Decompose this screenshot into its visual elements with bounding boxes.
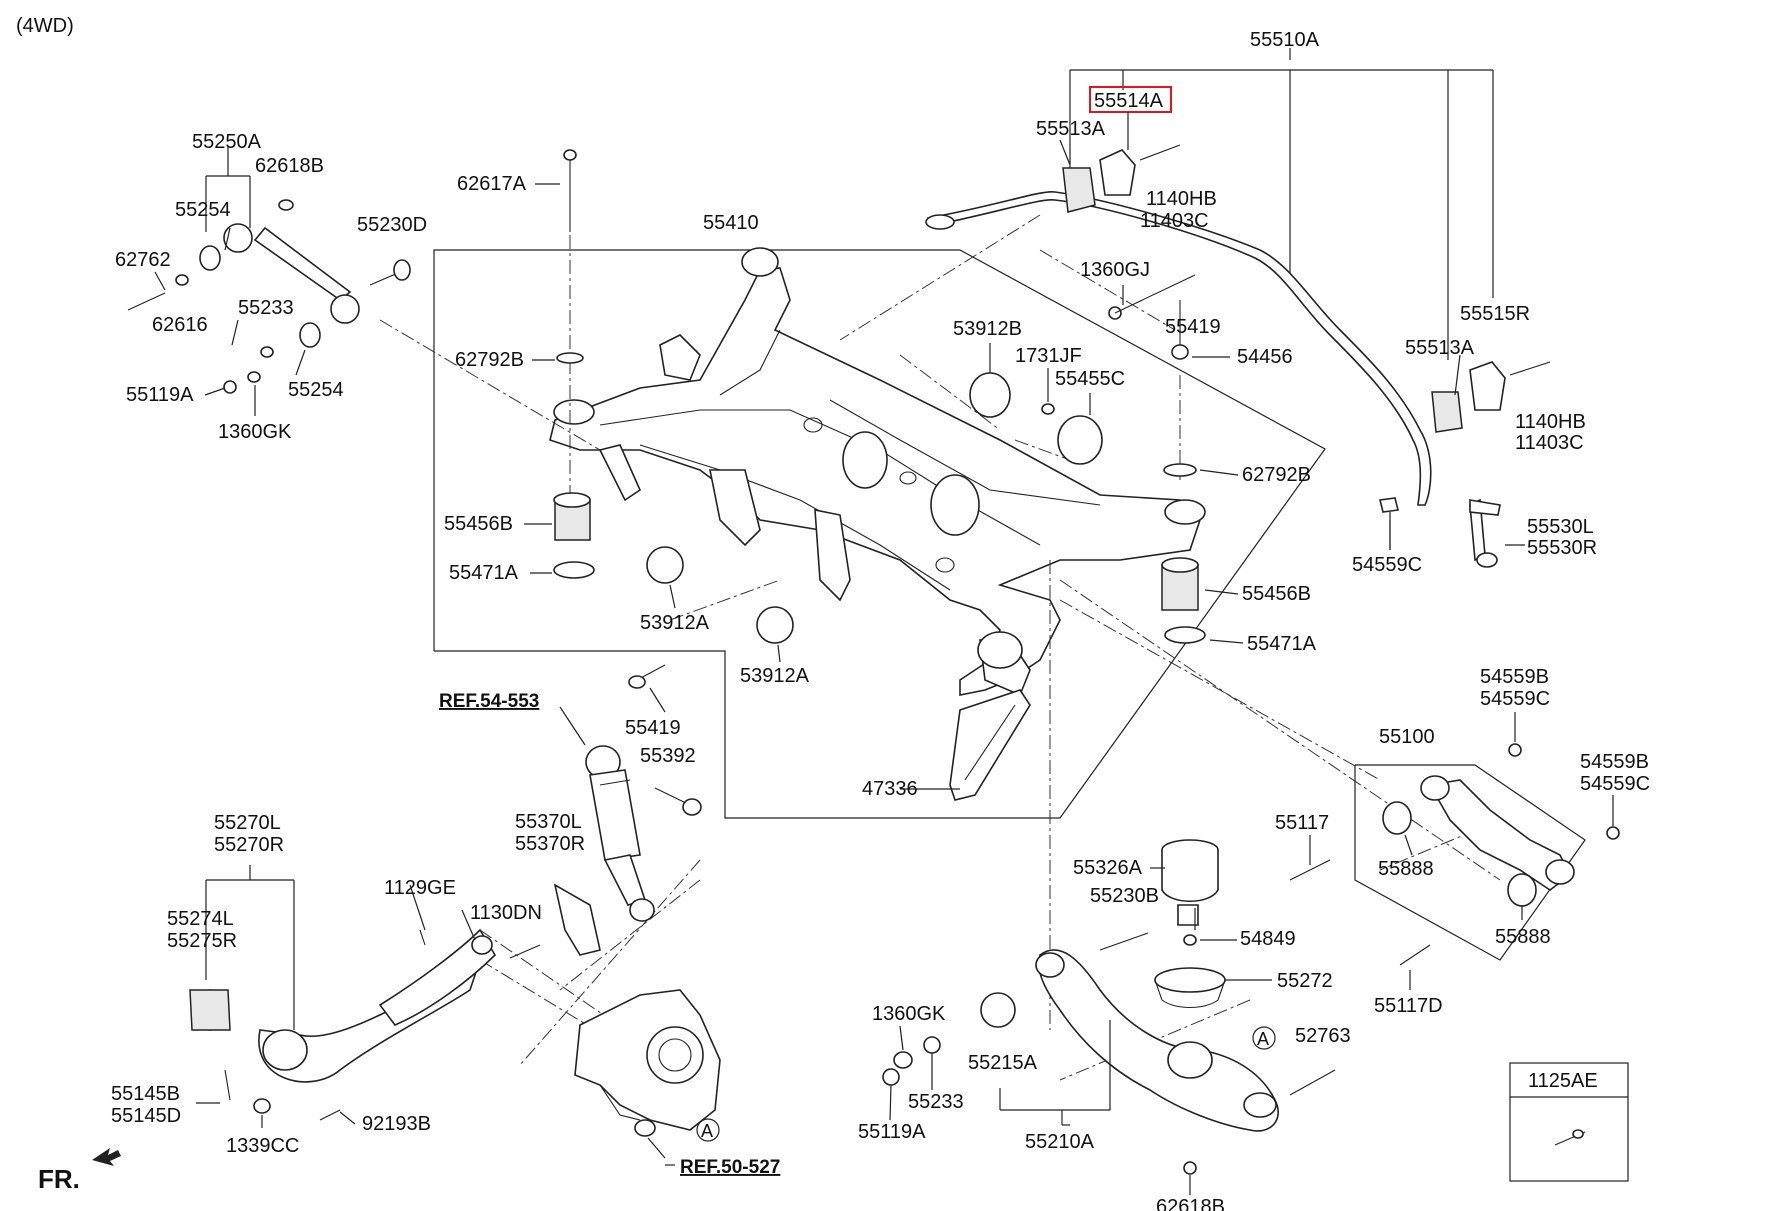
callout-62618B-1: 62618B — [255, 155, 324, 177]
callout-55254-1: 55254 — [175, 199, 231, 221]
subframe-drawing — [549, 247, 1206, 801]
callout-1140HB-1: 1140HB — [1146, 188, 1217, 210]
ref-knuckle[interactable]: REF.50-527 — [680, 1157, 780, 1178]
leader-lines — [154, 112, 1614, 1195]
callout-55471A-2: 55471A — [1247, 633, 1317, 655]
callout-55233-2: 55233 — [908, 1091, 964, 1113]
callout-1360GK-2: 1360GK — [872, 1003, 946, 1025]
callout-55370L: 55370L — [515, 811, 582, 833]
callout-92193B: 92193B — [362, 1113, 431, 1135]
callout-55530L: 55530L — [1527, 516, 1594, 538]
callout-55272: 55272 — [1277, 970, 1333, 992]
callout-1140HB-2: 1140HB — [1515, 411, 1586, 433]
callout-55513A-2: 55513A — [1405, 337, 1475, 359]
callout-54559C-3: 54559C — [1580, 773, 1650, 795]
callout-53912A-2: 53912A — [740, 665, 810, 687]
subframe-bushings — [553, 149, 1206, 644]
callout-55275R: 55275R — [167, 930, 237, 952]
drive-type-title: (4WD) — [16, 15, 74, 37]
callout-55392: 55392 — [640, 745, 696, 767]
callout-55230D: 55230D — [357, 214, 427, 236]
callout-54559B-1: 54559B — [1480, 666, 1549, 688]
callout-62762: 62762 — [115, 249, 171, 271]
callout-55530R: 55530R — [1527, 537, 1597, 559]
callout-55514A: 55514A — [1094, 90, 1164, 112]
callout-55513A-1: 55513A — [1036, 118, 1106, 140]
callout-54456: 54456 — [1237, 346, 1293, 368]
callout-1360GK-1: 1360GK — [218, 421, 292, 443]
callout-11403C-1: 11403C — [1140, 210, 1209, 232]
callout-1129GE: 1129GE — [384, 877, 456, 899]
callout-55888-2: 55888 — [1495, 926, 1551, 948]
callout-1360GJ: 1360GJ — [1080, 259, 1150, 281]
callout-54559C-1: 54559C — [1352, 554, 1422, 576]
callout-55510A: 55510A — [1250, 29, 1320, 51]
callout-55471A-1: 55471A — [449, 562, 519, 584]
callout-55250A: 55250A — [192, 131, 262, 153]
callout-55145D: 55145D — [111, 1105, 181, 1127]
callout-55233-1: 55233 — [238, 297, 294, 319]
callout-55326A: 55326A — [1073, 857, 1143, 879]
callout-1731JF: 1731JF — [1015, 345, 1082, 367]
callout-62616: 62616 — [152, 314, 208, 336]
front-direction-arrow — [92, 1148, 121, 1166]
callout-62792B-2: 62792B — [1242, 464, 1311, 486]
lower-arm-group — [882, 839, 1336, 1175]
callout-54559B-2: 54559B — [1580, 751, 1649, 773]
callout-54849: 54849 — [1240, 928, 1296, 950]
callout-55119A-2: 55119A — [858, 1121, 926, 1143]
callout-62618B-2: 62618B — [1156, 1196, 1225, 1211]
inset-part-box — [1509, 1062, 1629, 1182]
shock-absorber-group — [553, 664, 702, 956]
inset-part-label: 1125AE — [1528, 1070, 1598, 1092]
callout-55117D: 55117D — [1374, 995, 1443, 1017]
callout-1130DN: 1130DN — [470, 902, 542, 924]
callout-55515R: 55515R — [1460, 303, 1530, 325]
callout-62792B-1: 62792B — [455, 349, 524, 371]
callout-55100: 55100 — [1379, 726, 1435, 748]
callout-55119A-1: 55119A — [126, 384, 194, 406]
stabilizer-group — [925, 48, 1551, 568]
circle-a-marker-1: A — [1257, 1029, 1269, 1049]
callout-55254-2: 55254 — [288, 379, 344, 401]
highlighted-part-box — [1089, 86, 1172, 113]
callout-53912A-1: 53912A — [640, 612, 710, 634]
callout-55410: 55410 — [703, 212, 759, 234]
callout-55117: 55117 — [1275, 812, 1329, 834]
callout-53912B: 53912B — [953, 318, 1022, 340]
knuckle-group — [574, 989, 721, 1137]
callout-55455C: 55455C — [1055, 368, 1125, 390]
reference-circles — [696, 1026, 1276, 1142]
callout-1339CC: 1339CC — [226, 1135, 299, 1157]
callout-55210A: 55210A — [1025, 1131, 1095, 1153]
upper-arm-group — [127, 146, 411, 394]
control-arm-group — [1289, 743, 1620, 966]
callout-55456B-2: 55456B — [1242, 583, 1311, 605]
callout-55215A: 55215A — [968, 1052, 1038, 1074]
reference-lines — [379, 210, 1501, 1081]
callout-55370R: 55370R — [515, 833, 585, 855]
callout-55456B-1: 55456B — [444, 513, 513, 535]
ref-shock-absorber[interactable]: REF.54-553 — [439, 691, 539, 712]
callout-55419-1: 55419 — [1165, 316, 1221, 338]
circle-a-marker-2: A — [701, 1121, 713, 1141]
callout-55888-1: 55888 — [1378, 858, 1434, 880]
callout-labels: 55510A 55514A 55513A 1140HB 11403C 55513… — [111, 29, 1650, 1211]
callout-55230B: 55230B — [1090, 885, 1159, 907]
callout-62617A: 62617A — [457, 173, 527, 195]
front-marker: FR. — [38, 1164, 80, 1194]
callout-47336: 47336 — [862, 778, 918, 800]
callout-55270L: 55270L — [214, 812, 281, 834]
callout-52763: 52763 — [1295, 1025, 1351, 1047]
callout-55145B: 55145B — [111, 1083, 180, 1105]
trailing-arm-group — [189, 865, 541, 1121]
callout-55419-2: 55419 — [625, 717, 681, 739]
callout-55270R: 55270R — [214, 834, 284, 856]
callout-54559C-2: 54559C — [1480, 688, 1550, 710]
callout-11403C-2: 11403C — [1515, 432, 1584, 454]
callout-55274L: 55274L — [167, 908, 234, 930]
